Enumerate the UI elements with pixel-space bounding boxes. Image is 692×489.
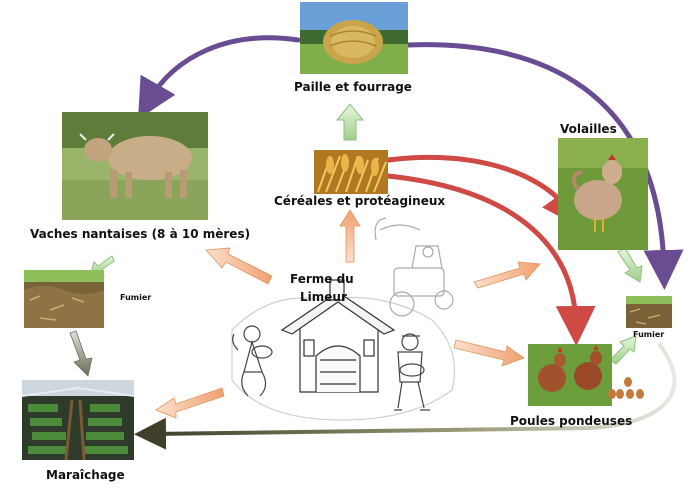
manure-photo-left	[24, 270, 104, 328]
cow-photo	[62, 112, 208, 220]
manure-photo-right	[626, 296, 672, 328]
arrow-ferme-to-vaches	[205, 247, 273, 285]
farm-sketch	[231, 217, 456, 421]
ferme-label-line1: Ferme du	[290, 272, 354, 286]
arrow-paille-to-volailles	[405, 42, 684, 290]
arrow-ferme-to-maraichage	[155, 387, 225, 419]
maraichage-label: Maraîchage	[46, 468, 125, 482]
cereales-label: Céréales et protéagineux	[274, 194, 446, 208]
arrow-paille-to-vaches	[138, 35, 301, 120]
fumier-left-label: Fumier	[120, 293, 152, 302]
wheat-photo	[314, 150, 388, 194]
arrow-ferme-to-volailles	[473, 261, 541, 289]
vaches-label: Vaches nantaises (8 à 10 mères)	[30, 227, 251, 241]
arrow-fumier-to-maraichage-left	[69, 330, 93, 377]
arrow-cereales-to-volailles	[385, 155, 582, 229]
fumier-right-label: Fumier	[633, 330, 665, 339]
arrow-fumier-to-maraichage	[134, 343, 677, 450]
paille-label: Paille et fourrage	[294, 80, 412, 94]
arrow-cereales-to-poules	[385, 173, 596, 346]
arrow-ferme-to-cereales	[339, 209, 361, 263]
poules-label: Poules pondeuses	[510, 414, 633, 428]
arrow-ferme-to-poules	[453, 339, 525, 367]
hen-photo	[558, 138, 648, 250]
ferme-label-line2: Limeur	[300, 290, 347, 304]
arrow-poules-to-fumier	[609, 335, 637, 365]
volailles-label: Volailles	[560, 122, 617, 136]
arrow-cereales-to-paille	[335, 103, 365, 141]
hay-bale-photo	[300, 2, 408, 74]
greenhouse-photo	[21, 380, 135, 461]
laying-hens-photo	[528, 344, 612, 406]
eggs-icon	[608, 377, 644, 399]
arrow-volailles-to-fumier	[617, 247, 643, 283]
